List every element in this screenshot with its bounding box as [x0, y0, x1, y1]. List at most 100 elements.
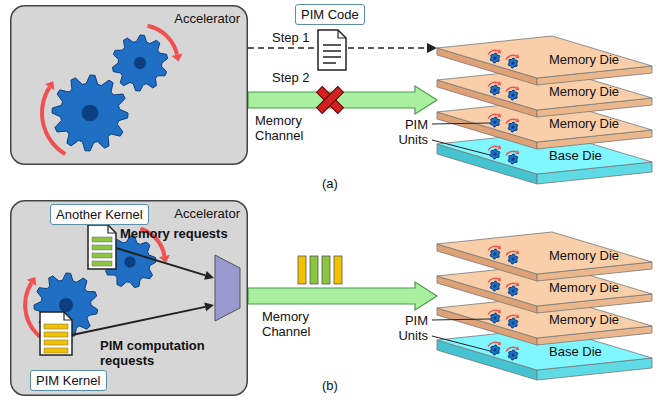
gear-hub [512, 258, 515, 261]
gear-body [508, 318, 518, 328]
document-stripe [92, 245, 112, 250]
gear-body [508, 286, 518, 296]
leader-line [432, 123, 490, 124]
gear-hub [494, 317, 497, 320]
gear [490, 149, 500, 159]
die-name: Memory Die [549, 52, 619, 67]
gear [508, 154, 518, 164]
request-arrow [116, 248, 205, 275]
die-top-face [437, 328, 652, 370]
gear-body [490, 117, 500, 127]
document-stripe [92, 261, 112, 266]
rotation-arrow-head [516, 250, 520, 254]
gear-hub [124, 256, 135, 267]
die-name: Memory Die [549, 312, 619, 327]
annotation: Memory Channel [262, 309, 324, 339]
gear [508, 350, 518, 360]
gear-body [490, 149, 500, 159]
document-stripe [92, 253, 112, 258]
kernel-label-box: Another Kernel [50, 204, 149, 225]
rotation-arrow-head [498, 145, 502, 149]
gear-hub [512, 126, 515, 129]
die-name: Memory Die [549, 116, 619, 131]
rotation-arrow-head [516, 346, 520, 350]
document-fold [108, 225, 116, 233]
box-heading: Accelerator [174, 206, 240, 221]
request-packets [298, 256, 342, 284]
multiplexer [215, 255, 240, 321]
gear-body [52, 75, 128, 151]
pim-request-packet [298, 256, 306, 284]
annotation: (b) [322, 378, 338, 393]
gear-body [112, 35, 167, 91]
gear [508, 318, 518, 328]
gear [490, 345, 500, 355]
kernel-name: PIM Kernel [36, 373, 101, 388]
kernel-document [88, 225, 116, 269]
accelerator-box: Accelerator [10, 5, 248, 165]
gear [112, 35, 167, 91]
gear [508, 122, 518, 132]
rotation-arrow-head [45, 81, 54, 90]
annotation: (a) [322, 176, 338, 191]
rotation-arrow-head [172, 53, 183, 61]
rotation-arrow-head [498, 309, 502, 313]
kernel-label-box: PIM Code [295, 4, 365, 25]
document-fold [64, 312, 72, 320]
gear [490, 117, 500, 127]
document-stripe [92, 237, 112, 242]
gear [490, 53, 500, 63]
annotation: PIM computation requests [100, 338, 240, 368]
die-name: Base Die [549, 344, 602, 359]
rotation-arrow-head [498, 81, 502, 85]
gear-hub [494, 57, 497, 60]
die-top-face [437, 296, 652, 338]
request-arrow-head [204, 271, 214, 280]
annotation: PIM Units [388, 117, 428, 147]
gear-body [490, 249, 500, 259]
rotation-arrow-head [516, 54, 520, 58]
die-top-face [437, 132, 652, 174]
annotation: Step 2 [272, 70, 310, 85]
cross-bar [317, 87, 344, 114]
die-top-face [437, 232, 652, 274]
request-arrow-head [204, 302, 214, 311]
annotation: Memory Channel [255, 113, 317, 143]
gear-hub [494, 285, 497, 288]
die-top-face [437, 100, 652, 142]
gear-body [490, 345, 500, 355]
die-name: Base Die [549, 148, 602, 163]
rotation-arrow-head [516, 118, 520, 122]
document-stripe [44, 348, 68, 353]
kernel-name: Another Kernel [56, 207, 143, 222]
annotation: PIM Units [388, 313, 428, 343]
memory-request-packet [322, 256, 330, 284]
document-stripe [44, 332, 68, 337]
gear-body [508, 154, 518, 164]
gear [490, 281, 500, 291]
gear-hub [512, 322, 515, 325]
memory-die: Memory Die [437, 214, 652, 281]
gear [508, 58, 518, 68]
blocked-cross [309, 79, 351, 121]
die-name: Memory Die [549, 84, 619, 99]
rotation-arrow-head [516, 314, 520, 318]
gear-hub [82, 105, 99, 122]
document-stripe [44, 324, 68, 329]
gear-body [508, 254, 518, 264]
gear-hub [59, 298, 73, 312]
rotation-arrow-head [498, 49, 502, 53]
gear-body [490, 281, 500, 291]
gear-hub [134, 57, 146, 69]
annotation: Step 1 [272, 30, 310, 45]
memory-request-packet [310, 256, 318, 284]
kernel-document [40, 312, 72, 355]
gear [490, 249, 500, 259]
request-arrow [72, 307, 205, 335]
document-outline [88, 225, 116, 269]
gear-hub [512, 94, 515, 97]
rotation-arrow-head [498, 113, 502, 117]
gear-body [508, 350, 518, 360]
rotation-arrow-head [27, 277, 36, 286]
